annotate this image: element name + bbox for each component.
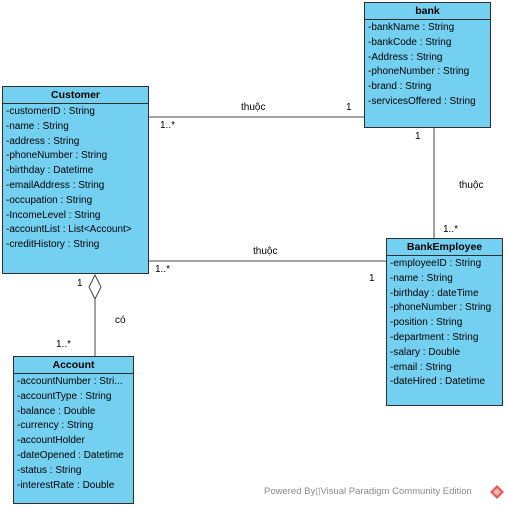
class-title: BankEmployee	[387, 239, 502, 256]
attribute: -customerID : String	[6, 106, 95, 117]
assoc-label-customer-bank: thuộc	[241, 102, 266, 113]
attribute: -bankName : String	[368, 22, 455, 33]
attribute: -occupation : String	[6, 194, 93, 206]
attribute-list: -accountNumber : Stri... -accountType : …	[14, 374, 133, 493]
attribute: -dateHired : Datetime	[390, 376, 486, 388]
attribute-list: -customerID : String -name : String -add…	[3, 104, 148, 253]
attribute: -employeeID : String	[390, 258, 482, 269]
attribute: -name : String	[390, 272, 453, 284]
customer-class[interactable]: Customer -customerID : String -name : St…	[2, 86, 149, 274]
attribute: -balance : Double	[17, 405, 96, 417]
multiplicity-label: 1	[77, 278, 83, 289]
attribute: -dateOpened : Datetime	[17, 449, 124, 461]
attribute: -bankCode : String	[368, 36, 452, 48]
multiplicity-label: 1..*	[155, 264, 171, 275]
attribute: -department : String	[390, 331, 479, 343]
attribute: -emailAddress : String	[6, 179, 105, 191]
multiplicity-label: 1..*	[160, 120, 176, 131]
visual-paradigm-logo-icon	[490, 485, 504, 499]
multiplicity-label: 1..*	[443, 224, 459, 235]
attribute: -accountHolder	[17, 435, 85, 447]
class-title: bank	[365, 3, 490, 20]
attribute: -position : String	[390, 317, 463, 329]
attribute: -salary : Double	[390, 346, 461, 358]
attribute-list: -bankName : String -bankCode : String -A…	[365, 20, 490, 110]
attribute: -address : String	[6, 135, 80, 147]
attribute: -accountList : List<Account>	[6, 224, 132, 236]
assoc-label-bank-employee: thuộc	[459, 180, 484, 191]
attribute: -interestRate : Double	[17, 479, 115, 491]
bankemployee-class[interactable]: BankEmployee -employeeID : String -name …	[386, 238, 503, 406]
attribute: -email : String	[390, 361, 452, 373]
attribute: -accountNumber : Stri...	[17, 376, 123, 387]
account-class[interactable]: Account -accountNumber : Stri... -accoun…	[13, 356, 134, 504]
attribute: -status : String	[17, 464, 82, 476]
attribute: -name : String	[6, 120, 69, 132]
attribute: -phoneNumber : String	[390, 302, 492, 314]
assoc-label-customer-account: có	[115, 315, 126, 326]
class-title: Account	[14, 357, 133, 374]
attribute: -brand : String	[368, 81, 432, 93]
powered-by-footer: Powered By▯Visual Paradigm Community Edi…	[264, 486, 472, 497]
attribute: -Address : String	[368, 51, 443, 63]
multiplicity-label: 1	[346, 102, 352, 113]
attribute: -currency : String	[17, 420, 94, 432]
assoc-label-customer-employee: thuộc	[253, 246, 278, 257]
multiplicity-label: 1	[415, 131, 421, 142]
attribute: -phoneNumber : String	[6, 150, 108, 162]
attribute: -servicesOffered : String	[368, 95, 476, 107]
attribute: -creditHistory : String	[6, 239, 100, 251]
multiplicity-label: 1	[369, 273, 375, 284]
attribute: -birthday : Datetime	[6, 165, 94, 177]
class-title: Customer	[3, 87, 148, 104]
bank-class[interactable]: bank -bankName : String -bankCode : Stri…	[364, 2, 491, 128]
attribute-list: -employeeID : String -name : String -bir…	[387, 256, 502, 390]
multiplicity-label: 1..*	[56, 339, 72, 350]
attribute: -phoneNumber : String	[368, 66, 470, 78]
attribute: -birthday : dateTime	[390, 287, 479, 299]
attribute: -accountType : String	[17, 390, 112, 402]
attribute: -IncomeLevel : String	[6, 209, 101, 221]
aggregation-diamond	[88, 273, 102, 301]
